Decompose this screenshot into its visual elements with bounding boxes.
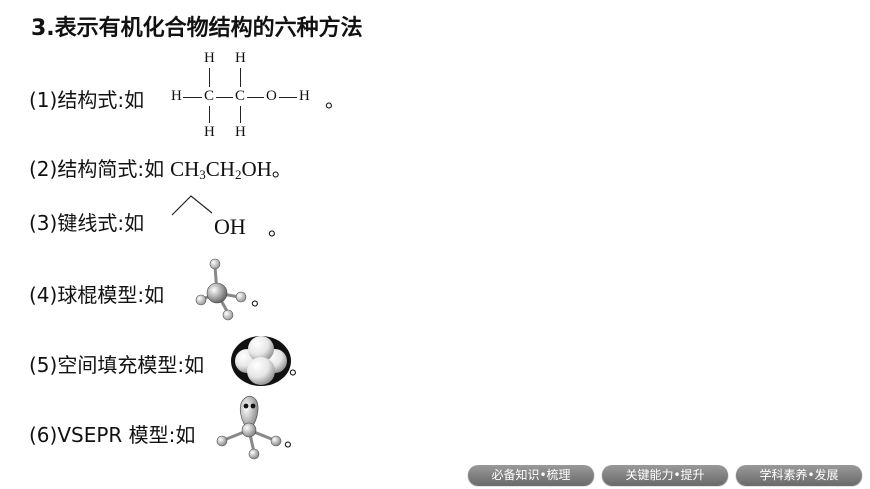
bond — [216, 97, 233, 98]
item-ball-stick-model: (4)球棍模型:如 — [29, 279, 164, 308]
space-filling-model-image — [231, 336, 291, 386]
period: 。 — [284, 427, 304, 451]
nav-button-literacy[interactable]: 学科素养•发展 — [736, 465, 862, 485]
period: 。 — [268, 216, 288, 240]
item-label: (2)结构简式:如 — [29, 157, 165, 181]
nav-button-ability[interactable]: 关键能力•提升 — [602, 465, 728, 485]
nav-button-knowledge[interactable]: 必备知识•梳理 — [468, 465, 594, 485]
atom-h: H — [204, 50, 215, 66]
atom-h: H — [299, 88, 310, 104]
bond — [240, 106, 241, 123]
formula-subscript: 3 — [199, 167, 206, 182]
formula-subscript: 2 — [234, 167, 242, 182]
bond — [209, 106, 210, 123]
skeletal-oh: OH — [214, 214, 246, 239]
item-space-filling-model: (5)空间填充模型:如 — [29, 349, 204, 378]
formula-part: CH — [170, 157, 200, 181]
bond — [183, 97, 202, 98]
bond — [209, 68, 210, 87]
item-skeletal-formula: (3)键线式:如 — [29, 207, 144, 236]
item-label: (3)键线式:如 — [29, 211, 145, 235]
period: 。 — [271, 157, 292, 181]
skeletal-bonds — [171, 195, 213, 216]
atom-h: H — [235, 124, 246, 140]
bottom-nav: 必备知识•梳理 关键能力•提升 学科素养•发展 — [0, 461, 870, 489]
item-vsepr-model: (6)VSEPR 模型:如 — [29, 419, 195, 448]
bond — [247, 97, 264, 98]
vsepr-model-image — [216, 395, 282, 460]
item-label: (5)空间填充模型:如 — [29, 353, 205, 377]
ball-stick-model-image — [195, 258, 247, 321]
item-label: (6)VSEPR 模型:如 — [29, 423, 196, 447]
atom-c: C — [235, 88, 246, 104]
atom-c: C — [204, 88, 215, 104]
atom-h: H — [235, 50, 246, 66]
bond — [240, 68, 241, 87]
atom-h: H — [171, 88, 182, 104]
item-structural-formula: (1)结构式:如 — [29, 84, 144, 113]
section-title: 3.表示有机化合物结构的六种方法 — [31, 16, 363, 41]
formula-part: CH — [205, 157, 235, 181]
formula-part: OH — [241, 157, 272, 181]
item-label: (4)球棍模型:如 — [29, 283, 165, 307]
period: 。 — [289, 355, 309, 379]
atom-o: O — [266, 88, 277, 104]
condensed-formula: CH3CH2OH — [164, 157, 272, 182]
item-label: (1)结构式:如 — [29, 88, 145, 112]
atom-h: H — [204, 124, 215, 140]
period: 。 — [251, 286, 271, 310]
bond — [279, 97, 297, 98]
period: 。 — [325, 88, 345, 112]
